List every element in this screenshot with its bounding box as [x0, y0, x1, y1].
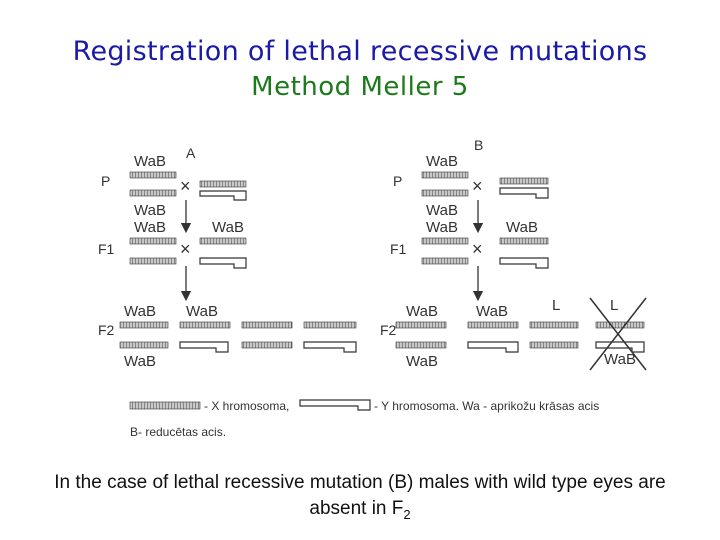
gen-f1-label-b: F1	[390, 241, 407, 257]
lethal-label: L	[610, 297, 618, 314]
allele-label: WaB	[406, 353, 438, 370]
x-chromosome	[421, 189, 469, 197]
y-chromosome	[467, 341, 519, 353]
allele-label: WaB	[134, 202, 166, 219]
x-chromosome	[129, 171, 177, 179]
x-chromosome	[421, 237, 469, 245]
x-chromosome	[395, 321, 447, 329]
allele-label: WaB	[426, 202, 458, 219]
y-chromosome	[179, 341, 229, 353]
allele-label: WaB	[406, 303, 438, 320]
legend-y-label: - Y hromosoma. Wa - aprikožu krāsas acis	[374, 399, 599, 413]
gen-f2-label-a: F2	[98, 322, 115, 338]
x-chromosome	[467, 321, 519, 329]
gen-f1-label-a: F1	[98, 241, 115, 257]
allele-label: WaB	[426, 153, 458, 170]
caption: In the case of lethal recessive mutation…	[30, 470, 690, 528]
x-chromosome	[129, 237, 177, 245]
allele-label: WaB	[124, 353, 156, 370]
allele-label: WaB	[124, 303, 156, 320]
x-chromosome	[199, 180, 247, 188]
allele-label: WaB	[134, 219, 166, 236]
gen-p-label-b: P	[393, 173, 402, 189]
allele-label: WaB	[604, 351, 636, 368]
cross-symbol: ×	[472, 239, 483, 259]
y-chromosome	[499, 257, 549, 269]
cross-symbol: ×	[180, 239, 191, 259]
allele-label: WaB	[506, 219, 538, 236]
panel-b-label: B	[474, 137, 483, 153]
gen-f2-label-b: F2	[380, 322, 397, 338]
gen-p-label-a: P	[101, 173, 110, 189]
x-chromosome	[119, 321, 169, 329]
x-chromosome	[529, 341, 579, 349]
x-chromosome	[421, 257, 469, 265]
x-chromosome	[421, 171, 469, 179]
strike-line	[589, 297, 647, 371]
x-chromosome	[529, 321, 579, 329]
legend-x-swatch	[129, 401, 201, 410]
y-chromosome	[499, 187, 549, 199]
x-chromosome	[119, 341, 169, 349]
cross-symbol: ×	[180, 176, 191, 196]
allele-label: WaB	[186, 303, 218, 320]
caption-subscript: 2	[403, 506, 411, 522]
x-chromosome	[179, 321, 231, 329]
x-chromosome	[129, 189, 177, 197]
legend-y-swatch	[299, 399, 371, 411]
x-chromosome	[241, 321, 293, 329]
y-chromosome	[199, 190, 247, 201]
lethal-label: L	[552, 297, 560, 314]
legend-x-label: - X hromosoma,	[204, 399, 289, 413]
cross-symbol: ×	[472, 176, 483, 196]
allele-label: WaB	[476, 303, 508, 320]
x-chromosome	[129, 257, 177, 265]
allele-label: WaB	[426, 219, 458, 236]
x-chromosome	[199, 237, 247, 245]
panel-a-label: A	[186, 145, 196, 161]
x-chromosome	[595, 321, 645, 329]
allele-label: WaB	[134, 153, 166, 170]
x-chromosome	[241, 341, 293, 349]
caption-text: In the case of lethal recessive mutation…	[54, 472, 666, 519]
y-chromosome	[199, 257, 247, 269]
legend-b-label: B- reducētas acis.	[130, 425, 226, 439]
x-chromosome	[303, 321, 357, 329]
allele-label: WaB	[212, 219, 244, 236]
slide-title: Registration of lethal recessive mutatio…	[72, 36, 648, 67]
y-chromosome	[303, 341, 357, 353]
x-chromosome	[499, 237, 549, 245]
slide-subtitle: Method Meller 5	[251, 72, 469, 102]
x-chromosome	[499, 177, 549, 185]
x-chromosome	[395, 341, 447, 349]
